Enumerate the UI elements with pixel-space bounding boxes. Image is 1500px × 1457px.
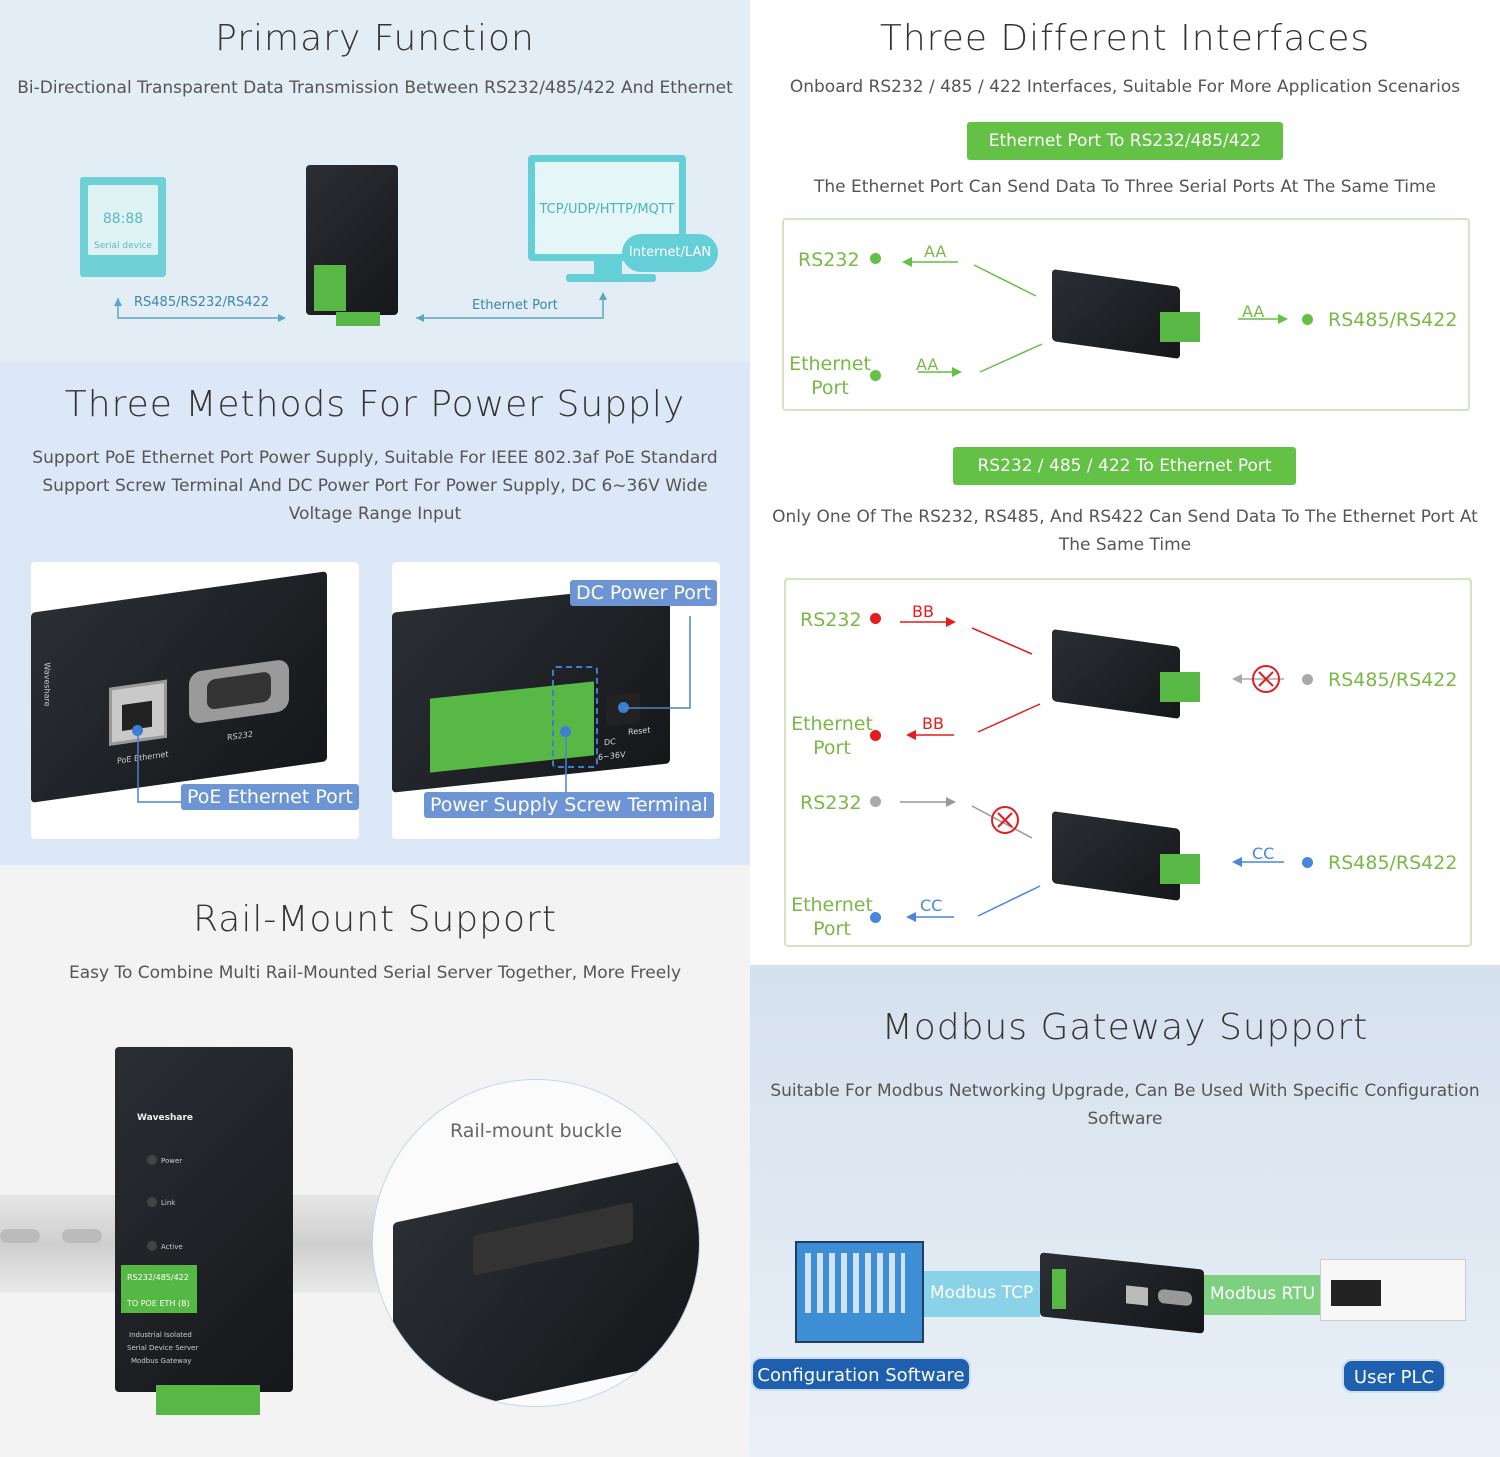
box1-description: The Ethernet Port Can Send Data To Three… [814,177,1436,197]
modbus-tcp-band: Modbus TCP [924,1271,1040,1317]
d2-bb-2: BB [922,714,944,733]
poe-card: PoE Ethernet RS232 Waveshare PoE Etherne… [31,562,359,839]
desc-line-3: Modbus Gateway [131,1357,192,1365]
user-plc-tag: User PLC [1342,1359,1446,1393]
primary-title: Primary Function [215,18,535,59]
d1-rs232: RS232 [798,249,860,271]
device-terminal [336,312,380,326]
config-software-screen [795,1241,924,1343]
cloud-icon: Internet/LAN [622,234,718,272]
modbus-rtu-band: Modbus RTU [1204,1275,1320,1315]
d1-aa-2: AA [916,355,939,374]
rail-brand: Waveshare [137,1113,194,1123]
d2-rs485-a: RS485/RS422 [1328,669,1458,691]
d2-ethernet-a: Ethernet Port [791,713,873,759]
cloud-text: Internet/LAN [628,245,712,260]
link-led-label: Link [161,1199,176,1207]
ethernet-to-serial-label: Ethernet Port To RS232/485/422 [967,122,1283,160]
d2-ethernet-b: Ethernet Port [791,894,873,940]
d2-bb-1: BB [912,602,934,621]
buckle-zoom-circle: Rail-mount buckle [372,1079,700,1407]
serial-to-ethernet-label: RS232 / 485 / 422 To Ethernet Port [953,447,1296,485]
d2-cc-2: CC [920,896,943,915]
rail-subtitle: Easy To Combine Multi Rail-Mounted Seria… [69,963,681,983]
desc-line-2: Serial Device Server [127,1344,199,1352]
power-supply-panel: Three Methods For Power Supply Support P… [0,362,750,865]
d1-aa-3: AA [1242,302,1265,321]
primary-link-lines [114,292,607,322]
modbus-tcp-label: Modbus TCP [930,1283,1034,1303]
power-subtitle: Support PoE Ethernet Port Power Supply, … [32,448,718,524]
power-led-label: Power [161,1157,183,1165]
d1-aa-1: AA [924,242,947,261]
desc-line-1: Industrial Isolated [129,1331,192,1339]
blocked-icon [991,665,1280,834]
modbus-subtitle: Suitable For Modbus Networking Upgrade, … [770,1081,1480,1129]
monitor-text: TCP/UDP/HTTP/MQTT [539,202,675,217]
serial-device-illustration: 88:88 Serial device [80,177,166,277]
modbus-rtu-label: Modbus RTU [1210,1284,1316,1304]
diagram-1: RS232 Ethernet Port RS485/RS422 AA AA AA [782,218,1470,411]
poe-ethernet-port-tag: PoE Ethernet Port [181,784,359,810]
rail-device-terminal [156,1385,260,1415]
rail-title: Rail-Mount Support [193,899,557,940]
primary-function-panel: Primary Function Bi-Directional Transpar… [0,0,750,362]
primary-subtitle: Bi-Directional Transparent Data Transmis… [17,78,733,98]
d1-rs485: RS485/RS422 [1328,309,1458,331]
interfaces-subtitle: Onboard RS232 / 485 / 422 Interfaces, Su… [789,77,1461,97]
d2-rs232-a: RS232 [800,609,862,631]
buckle-label: Rail-mount buckle [449,1120,623,1142]
d2-rs232-b: RS232 [800,792,862,814]
modbus-panel: Modbus Gateway Support Suitable For Modb… [750,965,1500,1457]
screw-terminal-tag: Power Supply Screw Terminal [424,792,714,818]
diagram-2: RS232 Ethernet Port RS485/RS422 RS232 Et… [784,578,1472,947]
d1-ethernet-port: Ethernet Port [789,353,871,399]
modbus-title: Modbus Gateway Support [881,1007,1369,1048]
right-link-label: Ethernet Port [472,298,558,313]
model-line-1: RS232/485/422 [127,1273,189,1282]
left-link-label: RS485/RS232/RS422 [134,295,270,310]
d2-cc-1: CC [1252,844,1275,863]
active-led-label: Active [161,1243,183,1251]
interfaces-panel: Three Different Interfaces Onboard RS232… [750,0,1500,965]
config-software-tag: Configuration Software [751,1357,971,1391]
plc-device [1320,1259,1466,1321]
d2-rs485-b: RS485/RS422 [1328,852,1458,874]
serial-server-device [306,165,398,315]
interfaces-title: Three Different Interfaces [879,18,1371,59]
box2-description: Only One Of The RS232, RS485, And RS422 … [772,507,1478,555]
dc-power-port-tag: DC Power Port [570,580,718,606]
serial-label: Serial device [94,241,152,251]
dc-card: DC Reset 6~36V DC Power Port Power Suppl… [392,562,720,839]
power-title: Three Methods For Power Supply [64,384,686,425]
model-line-2: TO POE ETH (B) [127,1299,190,1308]
serial-display: 88:88 [102,211,144,227]
rail-mount-panel: Rail-Mount Support Easy To Combine Multi… [0,865,750,1457]
rail-device: Waveshare Power Link Active RS232/485/42… [115,1047,293,1392]
